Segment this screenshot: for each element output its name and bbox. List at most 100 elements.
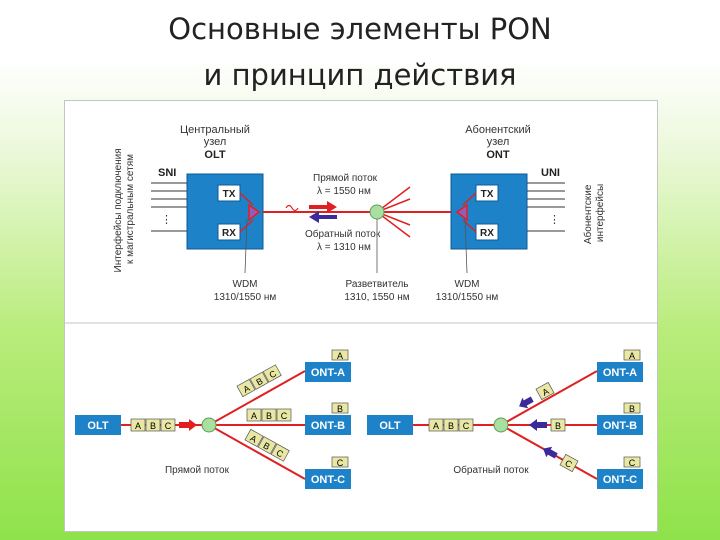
dl-ont-c-tag-box <box>331 456 349 468</box>
ont-rx-label: RX <box>480 228 494 239</box>
dl-trunk-packet-c: C <box>165 421 172 431</box>
pon-diagram-svg: Интерфейсы подключения к магистральным с… <box>65 124 657 489</box>
dl-branch-b-packets: A B C <box>246 408 292 422</box>
dl-ont-a-label: ONT-A <box>311 367 345 379</box>
ul-trunk-packet-b: B <box>448 421 454 431</box>
olt-wdm-wavelength: 1310/1550 нм <box>214 292 277 303</box>
upstream-wavelength: λ = 1310 нм <box>317 242 371 253</box>
ul-ont-c-tag-box <box>623 456 641 468</box>
ont-caption-3: ONT <box>486 149 510 161</box>
ul-branch-b-packet: B <box>555 421 561 431</box>
ul-trunk-packet-a: A <box>433 421 439 431</box>
olt-wdm-coupler <box>239 192 261 233</box>
title-line-2: и принцип действия <box>203 58 517 92</box>
dl-ont-c-label: ONT-C <box>311 474 345 486</box>
slide-title: Основные элементы PON и принцип действия <box>0 6 720 98</box>
ul-ont-b-label: ONT-B <box>603 420 637 432</box>
ul-ont-a-box <box>597 362 643 382</box>
ul-caption: Обратный поток <box>453 464 529 476</box>
ont-tx-label: TX <box>481 189 494 200</box>
svg-text:Абонентские интерфейсы: Абонентские интерфейсы <box>582 182 606 244</box>
ul-ont-a-tag-box <box>623 349 641 361</box>
pointer-lines <box>244 218 468 274</box>
dl-branch-a-packet-2: B <box>255 376 265 388</box>
top-panel: Интерфейсы подключения к магистральным с… <box>112 124 606 303</box>
ont-caption-2: узел <box>487 136 510 148</box>
ul-trunk-packet-c: C <box>463 421 470 431</box>
ul-ont-c-label: ONT-C <box>603 474 637 486</box>
dl-ont-c-tag: C <box>337 458 344 468</box>
svg-text:⋮: ⋮ <box>549 214 560 226</box>
svg-text:A: A <box>540 386 550 398</box>
fiber-break-mark <box>285 204 299 212</box>
downstream-arrow <box>309 201 337 213</box>
olt-wdm-label: WDM <box>233 279 258 290</box>
dl-ont-a-tag: A <box>337 351 343 361</box>
olt-rx-label: RX <box>222 228 236 239</box>
dl-branch-b-packet-3: C <box>281 411 288 421</box>
right-side-label-1: Абонентские <box>582 184 594 244</box>
title-line-1: Основные элементы PON <box>168 12 552 46</box>
downstream-label: Прямой поток <box>313 173 378 184</box>
ont-wdm-wavelength: 1310/1550 нм <box>436 292 499 303</box>
ul-branch-b-packet-box <box>550 418 566 432</box>
left-side-label-1: Интерфейсы подключения <box>112 148 124 272</box>
dl-trunk-packet-b: B <box>150 421 156 431</box>
dl-branch-a-packet-1: A <box>241 383 251 395</box>
dl-ont-c-box <box>305 469 351 489</box>
ul-ont-b-box <box>597 415 643 435</box>
upstream-label: Обратный поток <box>305 228 381 240</box>
dl-olt-box <box>75 415 121 435</box>
dl-ont-b-tag: B <box>337 404 343 414</box>
sni-label: SNI <box>158 167 176 179</box>
splitter-node <box>369 204 385 220</box>
sni-port-lines <box>151 182 187 232</box>
dl-trunk-arrow <box>179 419 197 431</box>
svg-text:Интерфейсы подключения к: Интерфейсы подключения к магистральным с… <box>112 146 136 273</box>
downstream-wavelength: λ = 1550 нм <box>317 186 371 197</box>
ul-splitter-node <box>493 417 509 433</box>
ul-ont-b-tag: B <box>629 404 635 414</box>
ul-ont-a-label: ONT-A <box>603 367 637 379</box>
ul-olt-label: OLT <box>379 420 400 432</box>
left-side-label-2: к магистральным сетям <box>125 154 136 264</box>
ul-ont-b-tag-box <box>623 402 641 414</box>
svg-text:C: C <box>563 458 574 470</box>
dl-ont-a-tag-box <box>331 349 349 361</box>
dl-splitter-node <box>201 417 217 433</box>
ont-caption-1: Абонентский <box>465 124 531 136</box>
right-side-label-2: интерфейсы <box>594 184 606 242</box>
olt-caption-2: узел <box>204 136 227 148</box>
dl-caption: Прямой поток <box>165 465 230 476</box>
ul-ont-a-tag: A <box>629 351 635 361</box>
dl-branch-a-packets: A B C <box>236 364 282 398</box>
dl-olt-label: OLT <box>87 420 108 432</box>
dl-ont-b-box <box>305 415 351 435</box>
ul-branch-c-arrow <box>543 446 558 459</box>
dl-branch-c-packets: A B C <box>244 428 290 462</box>
splitter-wavelength: 1310, 1550 нм <box>344 292 409 303</box>
dl-trunk-packet-a: A <box>135 421 141 431</box>
olt-tx-label: TX <box>223 189 236 200</box>
olt-caption-3: OLT <box>204 149 225 161</box>
ul-branch-a-packet: A <box>535 381 555 401</box>
dl-ont-b-label: ONT-B <box>311 420 345 432</box>
dl-ont-a-box <box>305 362 351 382</box>
dl-branch-b-packet-1: A <box>251 411 257 421</box>
downstream-panel: OLT A B C A B C A B C <box>75 349 351 489</box>
ul-ont-c-box <box>597 469 643 489</box>
dl-branch-c-packet-1: A <box>248 433 258 445</box>
ul-branch-a-arrow <box>519 396 534 409</box>
dl-branch-b-packet-2: B <box>266 411 272 421</box>
dl-trunk-packets: A B C <box>130 418 176 432</box>
upstream-panel: OLT A B C A B C A <box>367 349 643 489</box>
uni-label: UNI <box>541 167 560 179</box>
ul-ont-c-tag: C <box>629 458 636 468</box>
olt-caption-1: Центральный <box>180 124 250 136</box>
uni-port-lines <box>527 182 565 232</box>
ul-trunk-packets: A B C <box>428 418 474 432</box>
ul-branch-c-packet: C <box>559 453 579 473</box>
ul-olt-box <box>367 415 413 435</box>
splitter-label: Разветвитель <box>345 279 408 290</box>
dl-branch-c-packet-2: B <box>262 440 272 452</box>
